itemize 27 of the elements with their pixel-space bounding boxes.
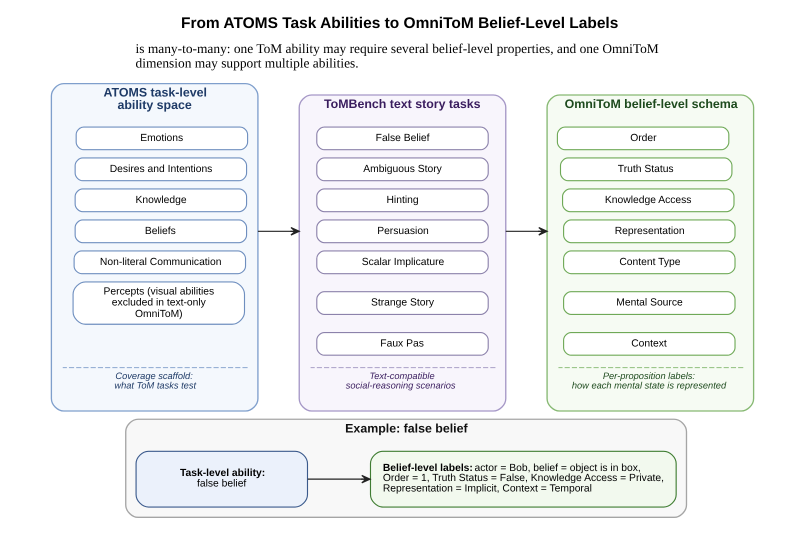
node-box: Emotions (75, 126, 248, 150)
diagram-title: From ATOMS Task Abilities to OmniToM Belief-Level Labels (180, 14, 618, 32)
node-box: Belief-level labels: actor = Bob, belief = object is in box, Order = 1, Truth Status = False, Knowledge Access = Private, Representation = Implicit, Context = Temporal (369, 450, 676, 508)
node-box: Faux Pas (316, 332, 488, 356)
node-box: Ambiguous Story (316, 157, 488, 182)
node-box: Beliefs (74, 219, 247, 244)
node-box: Truth Status (559, 157, 732, 182)
node-box: Order (556, 126, 729, 150)
arrow (307, 474, 370, 484)
node-box: Mental Source (562, 291, 736, 315)
node-box: Scalar Implicature (316, 250, 488, 274)
node-box: Strange Story (316, 291, 488, 315)
node-box: Knowledge Access (562, 188, 734, 212)
node-box: Non-literal Communication (73, 250, 246, 274)
arrow (257, 226, 300, 236)
label: is many-to-many: one ToM ability may require several belief-level properties, and one OmniToM dimension may support multiple abilities. (135, 41, 658, 71)
node-box: Desires and Intentions (74, 157, 247, 182)
node-box: False Belief (316, 126, 488, 150)
node-box: Content Type (562, 250, 736, 274)
node-box: Task-level ability: false belief (135, 450, 308, 508)
node-box: Knowledge (74, 188, 247, 212)
node-box: Persuasion (316, 219, 488, 244)
node-box: Hinting (316, 188, 488, 212)
arrow (505, 226, 548, 236)
node-box: Representation (562, 219, 736, 244)
node-box: Context (562, 332, 736, 356)
node-box: Percepts (visual abilities excluded in text-only OmniToM) (72, 281, 245, 325)
